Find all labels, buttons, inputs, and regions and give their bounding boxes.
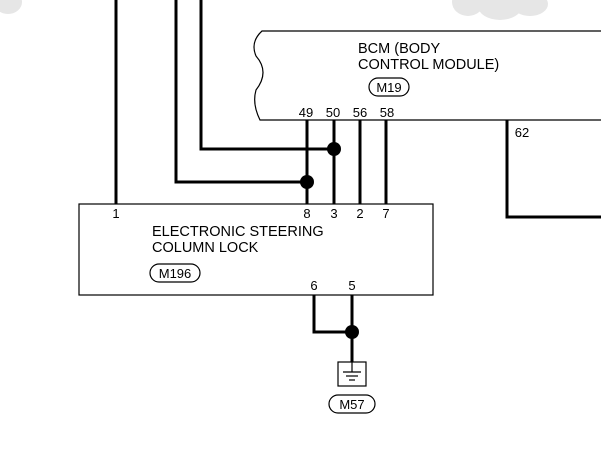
escl-pin-6: 6 bbox=[310, 278, 317, 293]
bcm-pin-58: 58 bbox=[380, 105, 394, 120]
bcm-pin-56: 56 bbox=[353, 105, 367, 120]
splice-nodes bbox=[300, 142, 359, 339]
bcm-pin-49: 49 bbox=[299, 105, 313, 120]
bcm-module: BCM (BODY CONTROL MODULE) M19 49 50 56 5… bbox=[253, 30, 601, 140]
bcm-name-line1: BCM (BODY bbox=[358, 41, 441, 57]
escl-pin-1: 1 bbox=[112, 206, 119, 221]
escl-connector-badge bbox=[149, 263, 201, 283]
ground-icon bbox=[337, 361, 367, 387]
splice-node-pin3 bbox=[327, 142, 341, 156]
escl-box bbox=[78, 203, 434, 296]
escl-name-line1: ELECTRONIC STEERING bbox=[152, 224, 324, 240]
bcm-pin-50: 50 bbox=[326, 105, 340, 120]
escl-connector-id: M196 bbox=[159, 266, 192, 281]
ground-connector-badge bbox=[328, 394, 376, 414]
bcm-pin-62: 62 bbox=[515, 125, 529, 140]
splice-node-pin8 bbox=[300, 175, 314, 189]
escl-pin-7: 7 bbox=[382, 206, 389, 221]
wire-escl6-ground bbox=[312, 295, 352, 334]
wire-to-node-49-8 bbox=[174, 0, 307, 184]
ground-connector-id: M57 bbox=[339, 397, 364, 412]
wires bbox=[114, 0, 601, 362]
escl-pin-5: 5 bbox=[348, 278, 355, 293]
escl-pin-8: 8 bbox=[303, 206, 310, 221]
wire-to-node-50-3 bbox=[199, 0, 334, 151]
splice-node-ground bbox=[345, 325, 359, 339]
wire-bcm62-out bbox=[505, 120, 601, 219]
escl-pin-3: 3 bbox=[330, 206, 337, 221]
bcm-connector-id: M19 bbox=[376, 80, 401, 95]
escl-module: 1 8 3 2 7 ELECTRONIC STEERING COLUMN LOC… bbox=[78, 203, 434, 296]
escl-name-line2: COLUMN LOCK bbox=[152, 240, 259, 256]
escl-pin-2: 2 bbox=[356, 206, 363, 221]
watermark bbox=[0, 0, 548, 20]
bcm-connector-badge bbox=[368, 77, 410, 97]
bcm-name-line2: CONTROL MODULE) bbox=[358, 57, 499, 73]
